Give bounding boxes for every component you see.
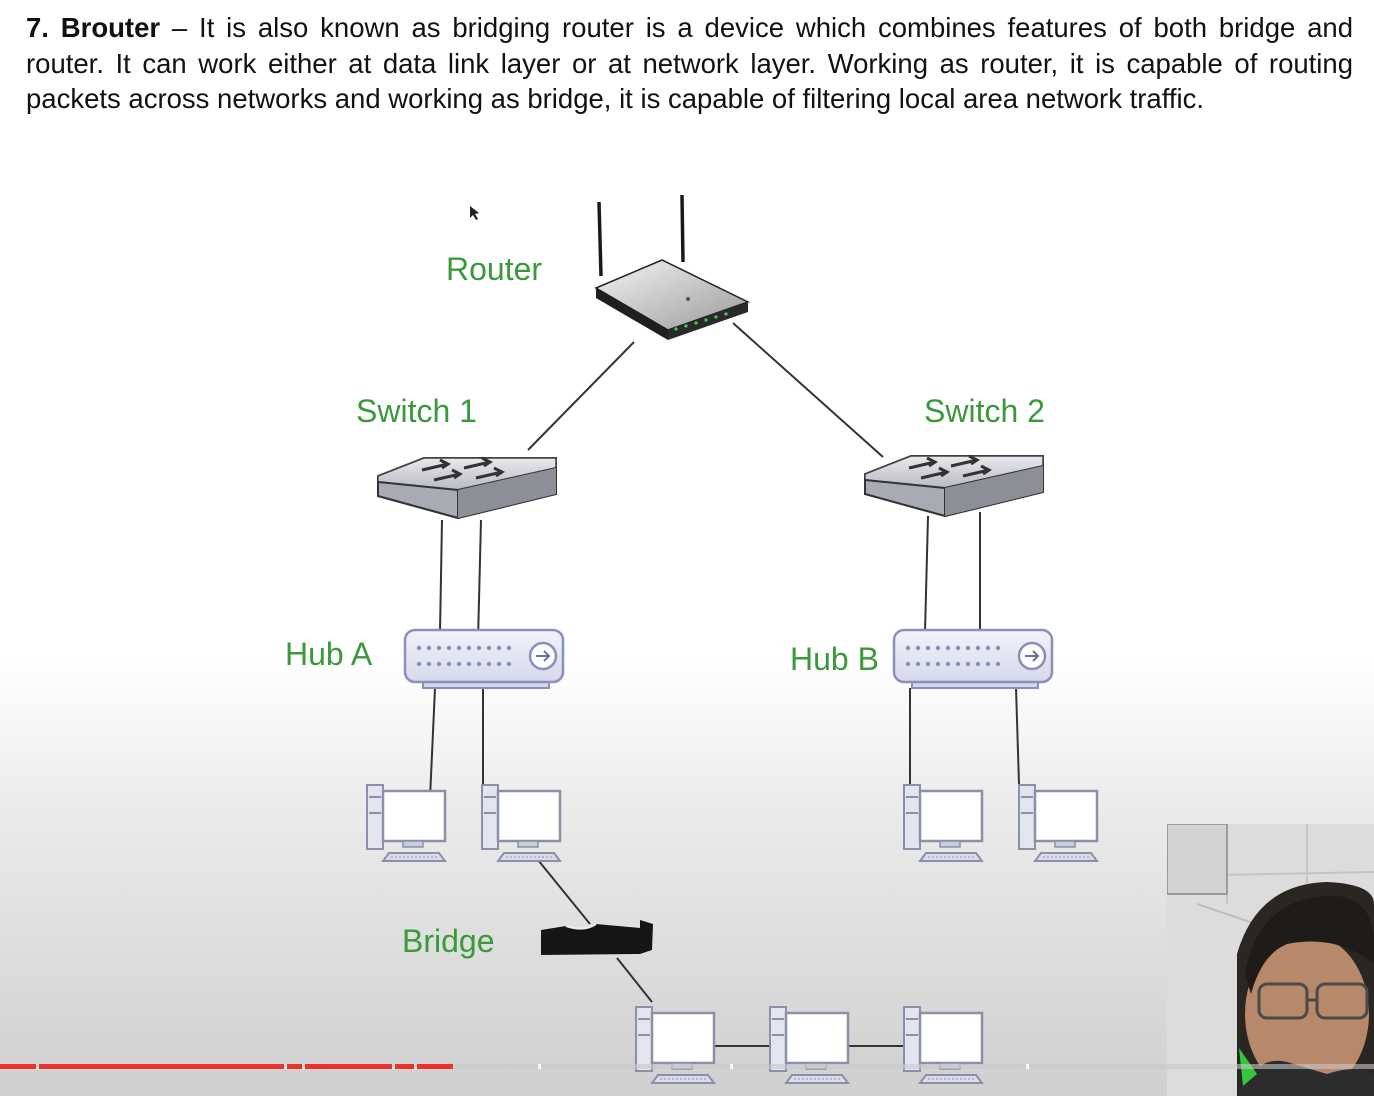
link-switch1-huba-2 bbox=[477, 519, 482, 641]
switch1-icon bbox=[376, 456, 558, 520]
bridge-label: Bridge bbox=[402, 923, 495, 959]
switch1-label: Switch 1 bbox=[356, 393, 477, 429]
switch2-icon bbox=[863, 454, 1045, 518]
brouter-heading: 7. Brouter bbox=[26, 12, 161, 43]
computer-icon bbox=[365, 783, 447, 863]
link-pc2-bridge bbox=[537, 859, 591, 925]
hubb-icon bbox=[892, 628, 1054, 690]
huba-icon bbox=[403, 628, 565, 690]
chapter-marker bbox=[284, 1064, 287, 1069]
webcam-overlay bbox=[1167, 824, 1374, 1096]
brouter-paragraph: 7. Brouter – It is also known as bridgin… bbox=[26, 10, 1353, 117]
chapter-marker bbox=[538, 1064, 541, 1069]
computer-icon bbox=[1017, 783, 1099, 863]
video-progress-bar[interactable] bbox=[0, 1064, 1374, 1069]
chapter-marker bbox=[1026, 1064, 1029, 1069]
chapter-marker bbox=[36, 1064, 39, 1069]
chapter-marker bbox=[730, 1064, 733, 1069]
computer-icon bbox=[902, 1005, 984, 1085]
switch2-label: Switch 2 bbox=[924, 393, 1045, 429]
chapter-marker bbox=[414, 1064, 417, 1069]
router-label: Router bbox=[446, 251, 542, 287]
link-huba-pc1 bbox=[429, 687, 436, 799]
chapter-marker bbox=[302, 1064, 305, 1069]
computer-icon bbox=[634, 1005, 716, 1085]
computer-icon bbox=[902, 783, 984, 863]
computer-icon bbox=[768, 1005, 850, 1085]
link-switch1-huba-1 bbox=[439, 519, 443, 633]
router-icon bbox=[594, 194, 750, 340]
link-switch2-hubb-1 bbox=[924, 515, 929, 633]
chapter-marker bbox=[392, 1064, 395, 1069]
link-router-switch1 bbox=[527, 341, 635, 451]
link-hubb-pc4 bbox=[1015, 687, 1020, 785]
link-bridge-pc5 bbox=[616, 957, 653, 1003]
brouter-description: – It is also known as bridging router is… bbox=[26, 12, 1354, 114]
network-links bbox=[429, 322, 1020, 1047]
hubb-label: Hub B bbox=[790, 641, 879, 677]
huba-label: Hub A bbox=[285, 636, 373, 672]
bridge-icon bbox=[541, 920, 653, 955]
link-router-switch2 bbox=[732, 322, 884, 458]
video-progress-played bbox=[0, 1064, 454, 1069]
computer-icon bbox=[480, 783, 562, 863]
presenter-video bbox=[1167, 824, 1374, 1096]
mouse-cursor-icon bbox=[470, 206, 479, 220]
